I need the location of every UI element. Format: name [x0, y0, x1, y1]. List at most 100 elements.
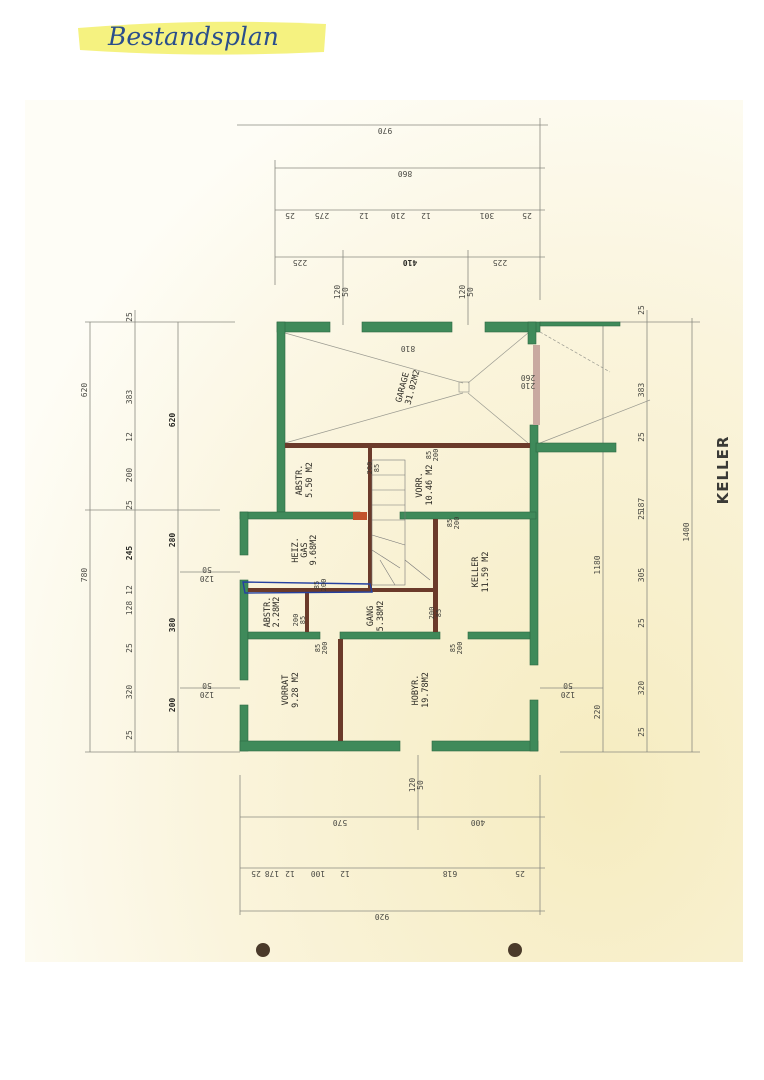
dimension-label: 12 — [125, 432, 134, 442]
room-label: 10.46 M2 — [425, 465, 435, 506]
dimension-label: 200 — [125, 468, 134, 483]
door-label: 200 — [366, 462, 374, 475]
dimension-label: 25 — [251, 869, 261, 878]
dimension-label: 25 — [515, 869, 525, 878]
paper-sheet — [25, 100, 743, 962]
dimension-label: 275 — [315, 211, 330, 220]
dimension-label: 200 — [168, 698, 177, 713]
opening-label: 50 — [341, 287, 350, 297]
dimension-label: 780 — [80, 568, 89, 583]
pen-annotation — [242, 581, 373, 594]
dimension-label: 570 — [333, 818, 348, 827]
dimension-label: 225 — [493, 258, 508, 267]
room-label: VORR. — [415, 472, 425, 498]
room-label: ABSTR. — [295, 465, 305, 496]
room-label: 11.59 M2 — [481, 552, 491, 593]
dimension-label: 25 — [285, 211, 295, 220]
dimension-label: 410 — [403, 258, 418, 267]
opening-label: 120 — [408, 778, 417, 793]
dimension-label: 128 — [125, 601, 134, 616]
dimension-label: 100 — [311, 869, 326, 878]
door-label: 85 — [446, 519, 454, 527]
dimension-label: 618 — [443, 869, 458, 878]
dimension-label: 1400 — [682, 522, 691, 541]
opening-label: 50 — [202, 681, 212, 690]
dimension-label: 12 — [340, 869, 350, 878]
dimension-label: 187 — [637, 498, 646, 513]
punch-hole-right — [508, 943, 522, 957]
room-label: 5.38M2 — [376, 601, 386, 632]
room-label: ABSTR. — [263, 597, 273, 628]
staircase — [371, 459, 431, 586]
door-label: 200 — [321, 642, 329, 655]
room-label: KELLER — [471, 556, 481, 588]
dimension-label: 12 — [285, 869, 295, 878]
opening-label: 50 — [563, 681, 573, 690]
door-label: 200 — [320, 579, 328, 592]
door-label: 85 — [313, 581, 321, 589]
dimension-label: 620 — [168, 413, 177, 428]
dimension-label: 400 — [471, 818, 486, 827]
door-label: 85 — [425, 451, 433, 459]
dimension-label: 25 — [637, 618, 646, 628]
dimension-lines — [85, 118, 700, 915]
dimension-label: 1180 — [593, 555, 602, 574]
dimension-label: 383 — [637, 383, 646, 398]
opening-label: 120 — [200, 574, 215, 583]
opening-label: 260 — [521, 373, 536, 382]
dimension-label: 25 — [522, 211, 532, 220]
dimension-label: 210 — [391, 211, 406, 220]
opening-label: 50 — [416, 780, 425, 790]
opening-label: 120 — [458, 285, 467, 300]
opening-label: 50 — [202, 565, 212, 574]
dimension-label: 860 — [398, 169, 413, 178]
dimension-label: 178 — [265, 869, 280, 878]
dimension-label: 12 — [359, 211, 369, 220]
garage-roof-lines — [284, 331, 651, 444]
door-label: 85 — [314, 644, 322, 652]
dimension-label: 245 — [125, 546, 134, 561]
dimension-label: 620 — [80, 383, 89, 398]
keller-side-label: KELLER — [714, 436, 732, 505]
dimension-label: 25 — [125, 643, 134, 653]
door-label: 85 — [449, 644, 457, 652]
dimension-label: 25 — [637, 305, 646, 315]
door-label: 200 — [432, 449, 440, 462]
dimension-label: 25 — [637, 510, 646, 520]
interior-walls — [248, 443, 530, 741]
room-label: 19.78M2 — [421, 672, 431, 708]
punch-hole-left — [256, 943, 270, 957]
dimension-label: 280 — [168, 533, 177, 548]
room-label: 5.50 M2 — [305, 462, 315, 498]
dimension-label: 305 — [637, 568, 646, 583]
dimension-label: 383 — [125, 390, 134, 405]
dimension-label: 12 — [125, 585, 134, 595]
room-label: GAS — [300, 542, 310, 557]
highlight-mark — [78, 21, 326, 55]
opening-label: 120 — [200, 690, 215, 699]
dimension-label: 380 — [168, 618, 177, 633]
room-label: GANG — [366, 606, 376, 626]
dimension-label: 225 — [293, 258, 308, 267]
door-label: 200 — [453, 517, 461, 530]
door-label: 200 — [292, 614, 300, 627]
room-label: HEIZ. — [291, 537, 301, 563]
dimension-label: 25 — [125, 730, 134, 740]
dimension-label: 810 — [401, 344, 416, 353]
dimension-label: 301 — [480, 211, 495, 220]
opening-label: 120 — [561, 690, 576, 699]
door-label: 200 — [456, 642, 464, 655]
door-label: 85 — [373, 464, 381, 472]
exterior-walls — [239, 321, 621, 752]
dimension-label: 320 — [637, 681, 646, 696]
dimension-label: 320 — [125, 685, 134, 700]
dimension-label: 12 — [421, 211, 431, 220]
room-label: VORRAT — [281, 675, 291, 706]
dimension-label: 25 — [125, 312, 134, 322]
garage-side-door — [533, 345, 540, 425]
room-label: 2.28M2 — [272, 597, 282, 628]
plan-title: Bestandsplan — [107, 22, 279, 51]
title-annotation: Bestandsplan — [78, 21, 326, 55]
